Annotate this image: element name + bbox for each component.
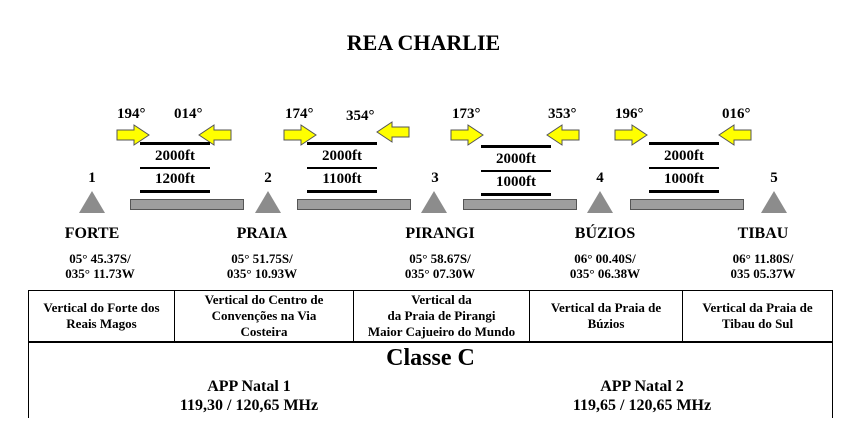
heading-inbound: 353°	[548, 106, 577, 122]
waypoint-lon: 035 05.37W	[730, 266, 796, 281]
waypoint-lon: 035° 07.30W	[404, 266, 476, 281]
description-line: Maior Cajueiro do Mundo	[367, 324, 516, 339]
app-frequency-1: APP Natal 1 119,30 / 120,65 MHz	[119, 377, 379, 415]
app-freq: 119,30 / 120,65 MHz	[179, 397, 319, 414]
waypoint-lon: 035° 11.73W	[65, 266, 135, 281]
app-name: APP Natal 2	[600, 378, 684, 395]
waypoint-name: PRAIA	[236, 225, 288, 242]
waypoint-lat: 05° 58.67S/	[409, 251, 471, 266]
altitude-block: 2000ft 1000ft	[481, 145, 551, 196]
triangle-icon	[761, 191, 787, 213]
altitude-block: 2000ft 1200ft	[140, 142, 210, 193]
triangle-icon	[255, 191, 281, 213]
description-line: Convenções na Via	[211, 308, 317, 323]
description-line: Vertical da Praia de	[702, 300, 813, 315]
waypoint-lon: 035° 06.38W	[569, 266, 641, 281]
waypoint-lon: 035° 10.93W	[226, 266, 298, 281]
waypoint-lat: 06° 11.80S/	[732, 251, 794, 266]
heading-inbound: 354°	[346, 108, 375, 124]
altitude-lower: 1200ft	[140, 167, 210, 193]
waypoint-description-5: Vertical da Praia de Tibau do Sul	[682, 290, 833, 342]
arrow-left-icon	[718, 124, 752, 146]
waypoint-description-2: Vertical do Centro de Convenções na Via …	[174, 290, 354, 342]
app-frequency-2: APP Natal 2 119,65 / 120,65 MHz	[512, 377, 772, 415]
arrow-right-icon	[116, 124, 150, 146]
altitude-lower: 1000ft	[481, 170, 551, 196]
chart-title: REA CHARLIE	[346, 30, 501, 55]
waypoint-number: 1	[88, 170, 96, 186]
altitude-block: 2000ft 1100ft	[307, 142, 377, 193]
description-line: Reais Magos	[66, 316, 137, 331]
altitude-lower: 1000ft	[649, 167, 719, 193]
arrow-right-icon	[283, 124, 317, 146]
waypoint-description-1: Vertical do Forte dos Reais Magos	[28, 290, 175, 342]
waypoint-name: BÚZIOS	[574, 225, 636, 242]
description-line: Vertical da Praia de	[550, 300, 662, 315]
app-name: APP Natal 1	[207, 378, 291, 395]
triangle-icon	[79, 191, 105, 213]
heading-outbound: 196°	[615, 106, 644, 122]
waypoint-name: TIBAU	[737, 225, 789, 242]
arrow-left-icon	[546, 124, 580, 146]
route-leg	[463, 199, 577, 210]
app-freq: 119,65 / 120,65 MHz	[572, 397, 712, 414]
waypoint-name: PIRANGI	[405, 225, 475, 242]
heading-inbound: 016°	[722, 106, 751, 122]
description-line: Vertical da	[411, 292, 472, 307]
triangle-icon	[587, 191, 613, 213]
waypoint-description-3: Vertical da da Praia de Pirangi Maior Ca…	[353, 290, 530, 342]
route-leg	[130, 199, 244, 210]
arrow-left-icon	[376, 121, 410, 143]
description-line: Vertical do Forte dos	[43, 300, 160, 315]
altitude-upper: 2000ft	[649, 142, 719, 167]
airspace-class-title: Classe C	[386, 345, 475, 371]
altitude-block: 2000ft 1000ft	[649, 142, 719, 193]
waypoint-lat: 05° 45.37S/	[69, 251, 131, 266]
waypoint-number: 4	[596, 170, 604, 186]
waypoint-number: 5	[770, 170, 778, 186]
heading-outbound: 173°	[452, 106, 481, 122]
description-line: Vertical do Centro de	[204, 292, 324, 307]
heading-outbound: 174°	[285, 106, 314, 122]
altitude-upper: 2000ft	[307, 142, 377, 167]
waypoint-name: FORTE	[64, 225, 120, 242]
altitude-upper: 2000ft	[140, 142, 210, 167]
description-line: da Praia de Pirangi	[387, 308, 496, 323]
altitude-upper: 2000ft	[481, 145, 551, 170]
route-leg	[630, 199, 744, 210]
arrow-right-icon	[450, 124, 484, 146]
route-leg	[297, 199, 411, 210]
altitude-lower: 1100ft	[307, 167, 377, 193]
waypoint-description-4: Vertical da Praia de Búzios	[529, 290, 683, 342]
description-line: Búzios	[587, 316, 625, 331]
heading-inbound: 014°	[174, 106, 203, 122]
triangle-icon	[421, 191, 447, 213]
heading-outbound: 194°	[117, 106, 146, 122]
description-line: Costeira	[240, 324, 288, 339]
waypoint-number: 3	[431, 170, 439, 186]
airspace-class-box: Classe C APP Natal 1 119,30 / 120,65 MHz…	[28, 342, 833, 418]
arrow-right-icon	[614, 124, 648, 146]
waypoint-lat: 05° 51.75S/	[231, 251, 293, 266]
description-line: Tibau do Sul	[721, 316, 794, 331]
waypoint-number: 2	[264, 170, 272, 186]
arrow-left-icon	[198, 124, 232, 146]
waypoint-lat: 06° 00.40S/	[574, 251, 636, 266]
